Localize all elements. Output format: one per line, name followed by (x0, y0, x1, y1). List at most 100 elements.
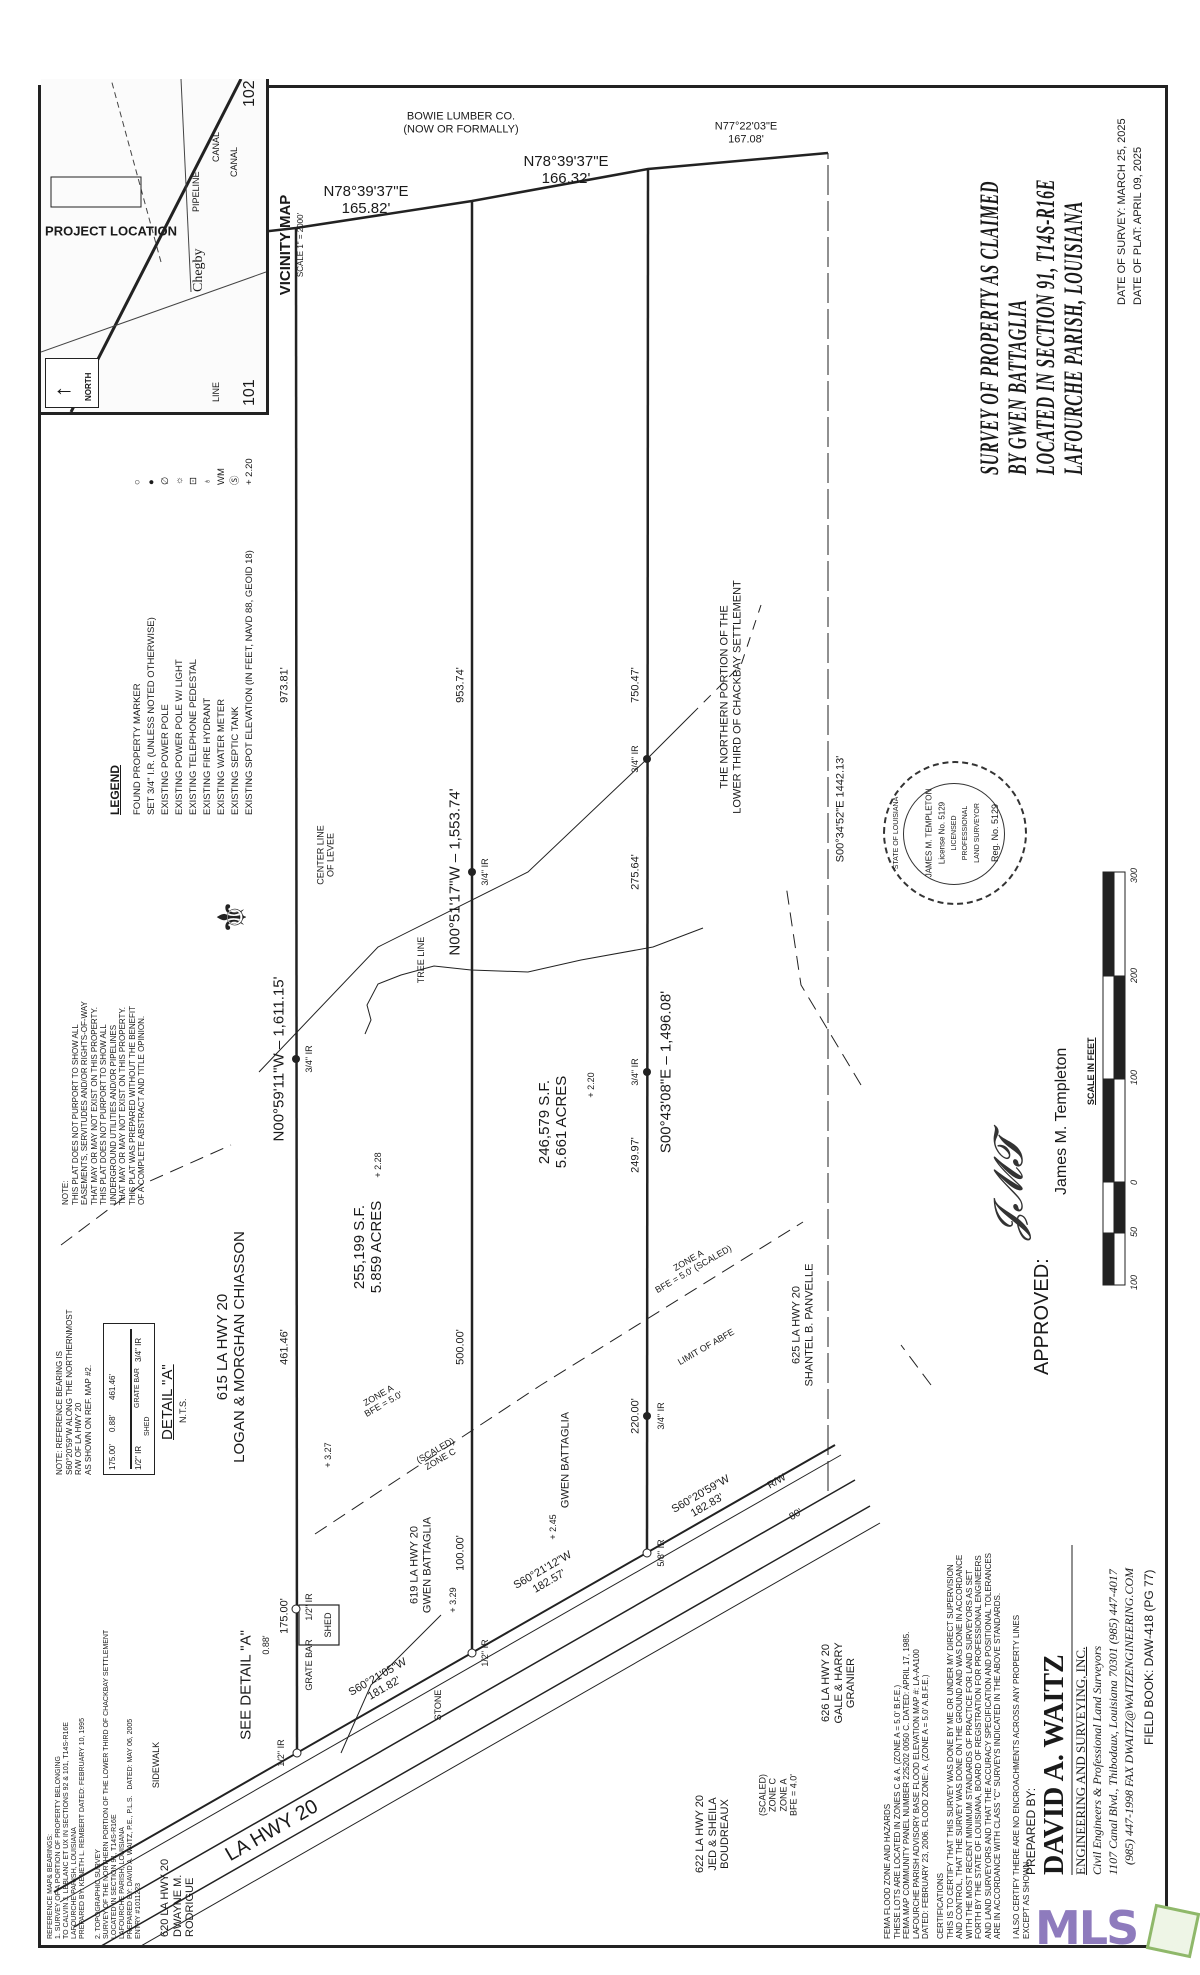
marker-label: 1/2" IR (303, 1593, 314, 1621)
road-edge-line (73, 1479, 856, 1928)
scale-tick: 300 (1129, 867, 1139, 883)
company-description: Civil Engineers & Professional Land Surv… (1090, 1645, 1104, 1875)
row-south-line (98, 1522, 881, 1945)
marker-label: 3/4" IR (629, 745, 640, 773)
legend-item: SET 3/4" I.R. (UNLESS NOTED OTHERWISE)● (145, 435, 158, 815)
distance-label: 500.00' (454, 1329, 467, 1365)
legend-item: EXISTING TELEPHONE PEDESTAL ⊡ (187, 435, 200, 815)
detail-a-shed: SHED (144, 1416, 151, 1436)
scale-tick: 100 (1129, 1274, 1139, 1290)
legend-item: EXISTING WATER METER WM (215, 435, 228, 815)
certifications: CERTIFICATIONS THIS IS TO CERTIFY THAT T… (936, 1552, 1031, 1939)
seal-text: JAMES M. TEMPLETON (924, 788, 934, 878)
detail-a-title: DETAIL "A" (159, 1364, 176, 1440)
north-arrow: ↑ NORTH (45, 358, 99, 408)
legend-symbol-icon: ☼ (174, 476, 185, 485)
north-arrow-icon: ↑ (50, 386, 75, 397)
title-line: BY GWEN BATTAGLIA (1003, 299, 1032, 475)
survey-plat-sheet: PROJECT LOCATION Chegby PIPELINE CANAL C… (38, 79, 1168, 1948)
spot-elevation: + 2.20 (585, 1072, 596, 1098)
iron-rod-marker (292, 1055, 300, 1063)
signer-name: James M. Templeton (1053, 1047, 1070, 1195)
legend-item-label: EXISTING WATER METER (216, 698, 227, 815)
canal-label: CANAL (229, 146, 239, 177)
distance-label: 220.00' (629, 1398, 642, 1434)
owner-label-626: 626 LA HWY 20 GALE & HARRY GRANIER (820, 1642, 858, 1724)
plat-drawing (53, 151, 1126, 1945)
approved-label: APPROVED: (1031, 1258, 1053, 1375)
legend-symbol-icon: Ⓢ (230, 475, 241, 485)
mls-box-logo-icon (1145, 1903, 1200, 1959)
marker-label: 3/4" IR (479, 858, 490, 886)
driveway (340, 1614, 442, 1754)
scale-bar (1102, 871, 1126, 1286)
marker-label: 3/4" IR (655, 1402, 666, 1430)
see-detail-label: SEE DETAIL "A" (237, 1630, 255, 1740)
plat-title: SURVEY OF PROPERTY AS CLAIMED BY GWEN BA… (975, 178, 1088, 475)
vicinity-map-scale: SCALE 1" = 2000' (296, 212, 305, 278)
found-marker (467, 1648, 477, 1658)
company-name: DAVID A. WAITZ (1039, 1654, 1070, 1875)
iron-rod-marker (643, 1068, 651, 1076)
legend-item-label: EXISTING TELEPHONE PEDESTAL (188, 659, 199, 815)
legend-symbol-icon: + 2.20 (244, 458, 255, 485)
legend-symbol-icon: ⊡ (188, 477, 199, 485)
prepared-by-label: PREPARED BY: (1024, 1787, 1038, 1875)
shed-label: SHED (322, 1612, 333, 1638)
row-north-line (53, 1444, 836, 1893)
distance-label: 275.64' (629, 854, 642, 890)
owner-label-east: 625 LA HWY 20 SHANTEL B. PANVELLE (790, 1263, 815, 1387)
flood-zone-label: (SCALED) ZONE C ZONE A BFE = 4.0' (757, 1773, 799, 1817)
levee-centerline (258, 714, 692, 1073)
bearing-label: N78°39'37"E 166.32' (523, 152, 609, 187)
iron-rod-marker (643, 755, 651, 763)
legend-symbol-icon: ∅ (160, 476, 171, 485)
bearing-label: N00°51'17"W – 1,553.74' (446, 788, 464, 956)
detail-a-dist: 175.00' (108, 1444, 117, 1470)
flood-limit-line (314, 1221, 804, 1535)
tree-line (364, 927, 704, 1035)
sidewalk-label: SIDEWALK (150, 1741, 161, 1789)
marker-label: 3/4" IR (303, 1045, 314, 1073)
detail-a-dist: 0.88' (108, 1414, 117, 1432)
iron-rod-marker (643, 1412, 651, 1420)
seal-text: LICENSED (950, 815, 958, 851)
legend-symbol-icon: WM (216, 468, 227, 485)
legend-item: EXISTING SPOT ELEVATION (IN FEET, NAVD 8… (243, 435, 256, 815)
bearing-label: N77°22'03"E 167.08' (714, 120, 778, 145)
scale-tick: 200 (1129, 967, 1139, 983)
legend-item-label: FOUND PROPERTY MARKER (132, 683, 143, 815)
title-line: SURVEY OF PROPERTY AS CLAIMED (975, 180, 1004, 475)
surveyor-seal: STATE OF LOUISIANA JAMES M. TEMPLETON Li… (883, 761, 1027, 905)
levee-label: CENTER LINE OF LEVEE (315, 825, 336, 885)
reference-maps: REFERENCE MAP& BEARINGS: 1. SURVEY OF A … (47, 1629, 142, 1939)
title-line: LOCATED IN SECTION 91, T14S-R16E (1031, 178, 1060, 475)
line-label: LINE (211, 381, 221, 402)
sidewalk-line (59, 1454, 842, 1903)
distance-label: 249.97' (629, 1137, 642, 1173)
legend-item: EXISTING SEPTIC TANK Ⓢ (229, 435, 242, 815)
distance-label: 175.00' (278, 1598, 291, 1634)
spot-elevation: + 3.27 (322, 1442, 333, 1468)
legend-item-label: EXISTING SEPTIC TANK (230, 706, 241, 815)
levee-dashed (690, 604, 762, 716)
detail-a-dist: 461.46' (108, 1374, 117, 1400)
bearing-label: S00°43'08"E – 1,496.08' (657, 990, 675, 1154)
scale-tick: 50 (1129, 1226, 1139, 1237)
legend-item: EXISTING FIRE HYDRANT♁ (201, 435, 214, 815)
bearing-label: N00°59'11"W – 1,611.15' (270, 976, 288, 1142)
bearing-label: S00°34'52"E 1442.13' (834, 755, 847, 863)
flood-limit-line (60, 1144, 232, 1246)
detail-a-ir: 3/4" IR (134, 1337, 143, 1362)
detail-a-box: 175.00' 0.88' 461.46' 1/2" IR SHED GRATE… (103, 1323, 155, 1475)
marker-label: 5/8" IR (655, 1539, 666, 1567)
company-address: 1107 Canal Blvd., Thibodaux, Louisiana 7… (1106, 1569, 1120, 1875)
lot-area: 246,579 S.F. 5.661 ACRES (536, 1076, 571, 1169)
property-line-3 (645, 168, 650, 1554)
seal-text: PROFESSIONAL (961, 805, 969, 861)
scale-tick: 100 (1129, 1069, 1139, 1085)
property-line-1 (294, 227, 299, 1754)
lot-area-acres: 5.661 ACRES (553, 1075, 570, 1169)
found-marker (291, 1604, 301, 1614)
bearing-label: N78°39'37"E 165.82' (323, 182, 409, 217)
